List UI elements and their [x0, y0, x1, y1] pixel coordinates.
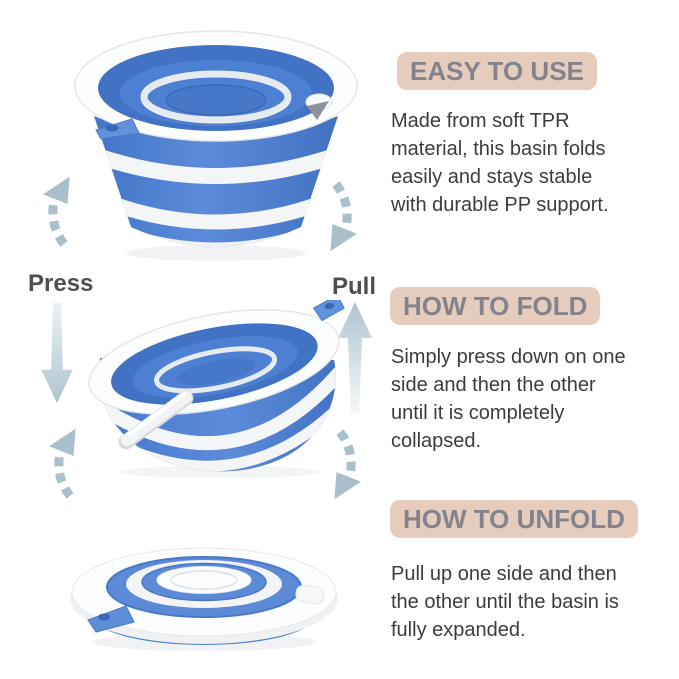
section-body-how-to-unfold: Pull up one side and then the other unti…	[391, 563, 619, 641]
pull-up-arrow-icon	[338, 302, 372, 414]
handle-clip-right	[305, 93, 333, 120]
rotate-arrow-down-right-icon	[330, 181, 357, 252]
section-title-how-to-unfold: HOW TO UNFOLD	[390, 500, 638, 538]
expanded-bucket-image	[74, 30, 358, 261]
bucket-rim	[88, 300, 345, 415]
folded-rings	[106, 556, 302, 618]
bucket-shadow	[126, 245, 306, 261]
section-title-how-to-fold: HOW TO FOLD	[390, 287, 601, 325]
handle-clip-left	[87, 605, 135, 633]
collapsed-bucket-image	[70, 547, 338, 651]
pull-label: Pull	[332, 273, 377, 300]
handle-clip-right	[295, 584, 325, 605]
rotate-arrow-up-left-icon	[49, 428, 76, 499]
bucket-handle	[118, 390, 194, 450]
handle-clip-left	[95, 118, 140, 140]
folding-bucket-image	[88, 300, 345, 478]
rotate-arrow-up-left-icon	[43, 176, 70, 247]
section-body-how-to-fold: Simply press down on one side and then t…	[391, 346, 626, 452]
rotate-arrow-down-right-icon	[334, 429, 361, 500]
section-title-easy-to-use: EASY TO USE	[397, 52, 597, 90]
press-label: Press	[28, 270, 94, 297]
bucket-rim	[74, 30, 358, 142]
section-body-easy-to-use: Made from soft TPR material, this basin …	[391, 110, 609, 216]
press-down-arrow-icon	[41, 303, 73, 404]
bucket-shadow	[120, 466, 320, 478]
